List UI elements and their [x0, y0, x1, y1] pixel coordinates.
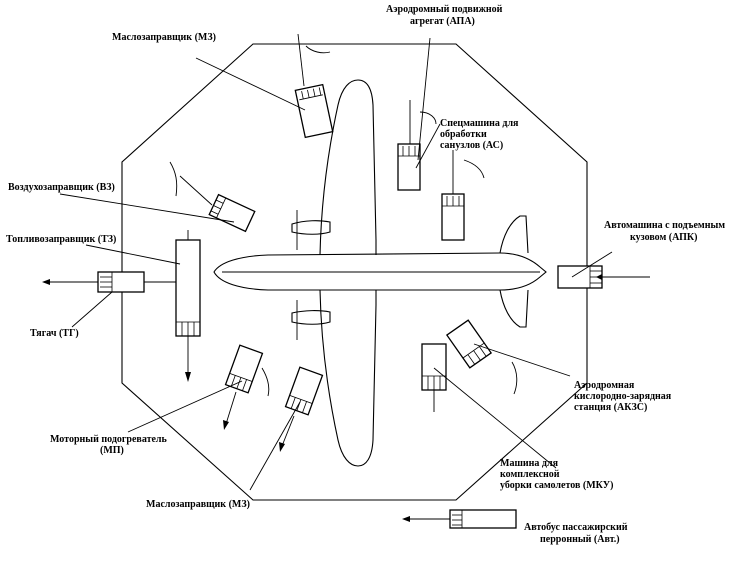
vehicle-apa — [397, 100, 437, 191]
label-vz: Воздухозаправщик (ВЗ) — [8, 182, 115, 193]
label-mp-line1: Моторный подогреватель — [50, 434, 168, 445]
label-apa-line1: Аэродромный подвижной — [386, 4, 503, 15]
label-as-line2: обработки — [440, 129, 487, 140]
vehicle-apk — [557, 265, 650, 289]
label-akzs-line3: станция (АКЗС) — [574, 402, 647, 413]
label-as-line3: санузлов (АС) — [440, 140, 503, 151]
vehicle-as — [441, 150, 485, 241]
aircraft-stabilizer — [499, 215, 529, 328]
label-as-line1: Спецмашина для — [440, 118, 519, 129]
vehicle-mz-bottom — [279, 366, 324, 452]
apron-octagon — [121, 43, 588, 501]
vehicle-vz — [169, 161, 256, 233]
label-mku-line2: комплексной — [500, 469, 560, 480]
label-mp-line2: (МП) — [100, 445, 124, 456]
aircraft-nacelle-bottom — [291, 310, 331, 325]
label-mz-top: Маслозаправщик (МЗ) — [112, 32, 216, 43]
label-akzs-line2: кислородно-зарядная — [574, 391, 672, 402]
label-mku-line1: Машина для — [500, 458, 559, 469]
label-akzs-line1: Аэродромная — [574, 380, 635, 391]
vehicle-tz — [175, 230, 201, 382]
vehicle-mp — [223, 344, 270, 430]
label-avt-line1: Автобус пассажирский — [524, 522, 628, 533]
aircraft — [213, 79, 547, 467]
vehicle-tg — [42, 271, 176, 293]
vehicle-mz-top — [294, 33, 334, 139]
vehicle-avt — [402, 509, 517, 529]
label-apk-line1: Автомашина с подъемным — [604, 220, 725, 231]
aircraft-nacelle-top — [291, 220, 331, 235]
vehicle-akzs — [445, 319, 518, 395]
label-avt-line2: перронный (Авт.) — [540, 534, 620, 545]
aircraft-fuselage — [213, 252, 547, 291]
label-tg: Тягач (ТГ) — [30, 328, 79, 339]
label-apk-line2: кузовом (АПК) — [630, 232, 697, 243]
label-apa-line2: агрегат (АПА) — [410, 16, 475, 27]
leader-lines — [59, 37, 613, 491]
label-tz: Топливозаправщик (ТЗ) — [6, 234, 116, 245]
label-mku-line3: уборки самолетов (МКУ) — [500, 480, 613, 491]
vehicle-mku — [421, 343, 447, 412]
label-mz-bottom: Маслозаправщик (МЗ) — [146, 499, 250, 510]
aircraft-wing — [319, 79, 377, 467]
